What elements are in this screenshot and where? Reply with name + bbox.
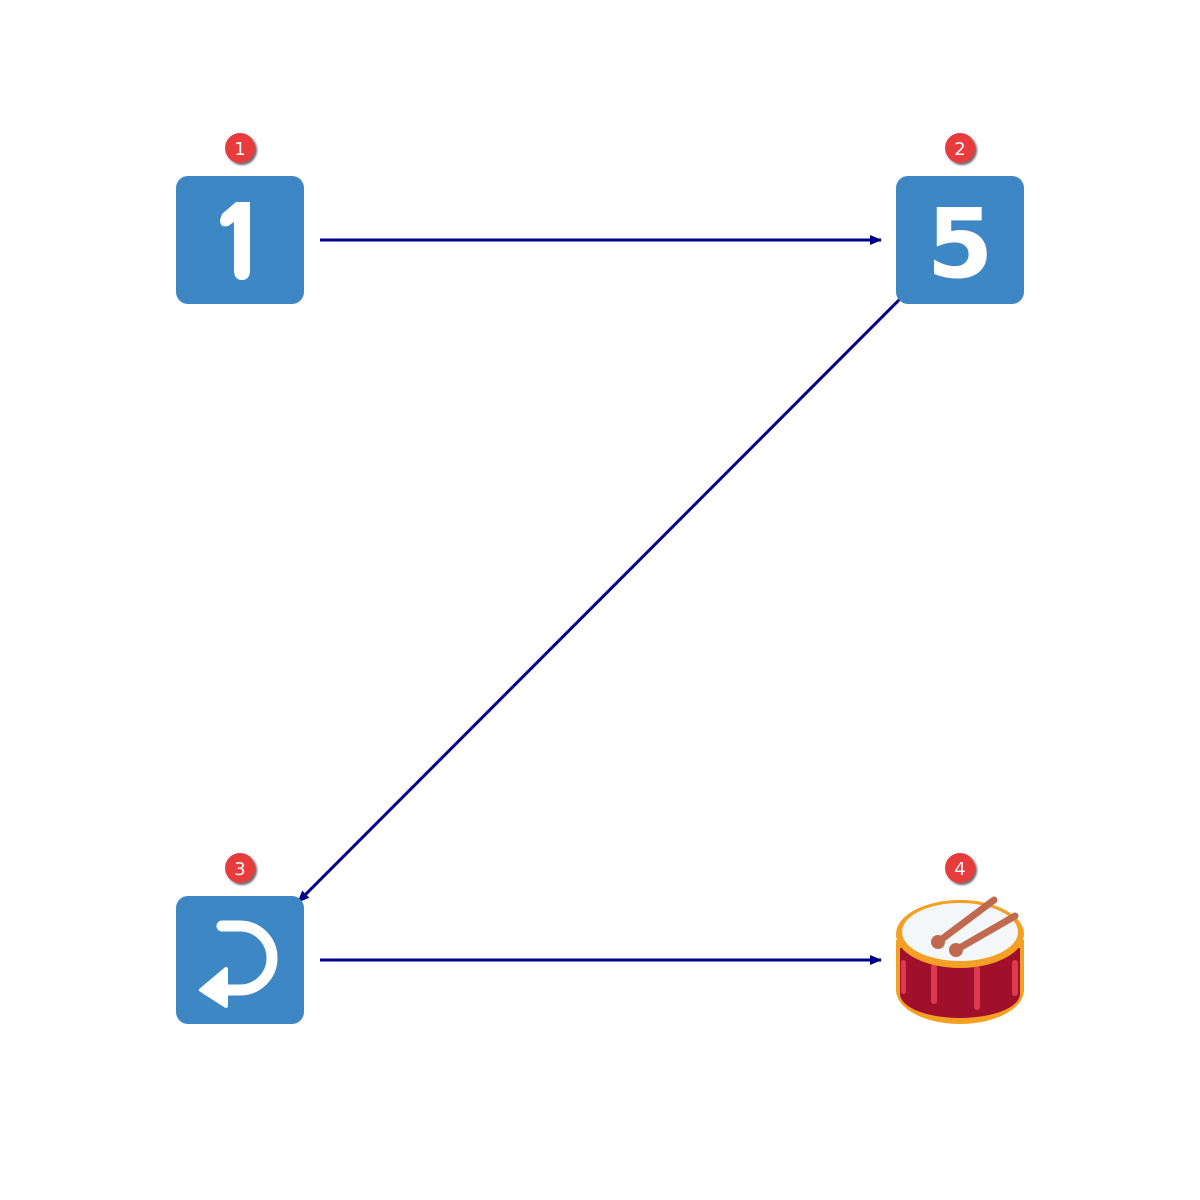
edge-2-to-3-arrow [296,296,903,904]
node-keycap-1: 1 [176,133,304,304]
edges [296,235,903,965]
node-keycap-5: 5 2 [896,133,1024,304]
node-drum: 4 [896,853,1024,1024]
return-arrow-icon [199,920,278,1008]
order-badge: 2 [945,133,975,163]
digit-one-glyph [220,202,250,280]
drum-icon [896,896,1024,1024]
node-return-arrow: 3 [176,853,304,1024]
order-badge: 1 [225,133,255,163]
order-badge: 3 [225,853,255,883]
digit-five-glyph: 5 [927,188,994,300]
order-badge-label: 3 [234,859,245,880]
return-arrow-tile [176,896,304,1024]
order-badge: 4 [945,853,975,883]
keycap-5-icon [896,176,1024,304]
order-badge-label: 4 [954,859,965,880]
order-badge-label: 1 [234,139,245,160]
order-badge-label: 2 [954,139,965,160]
